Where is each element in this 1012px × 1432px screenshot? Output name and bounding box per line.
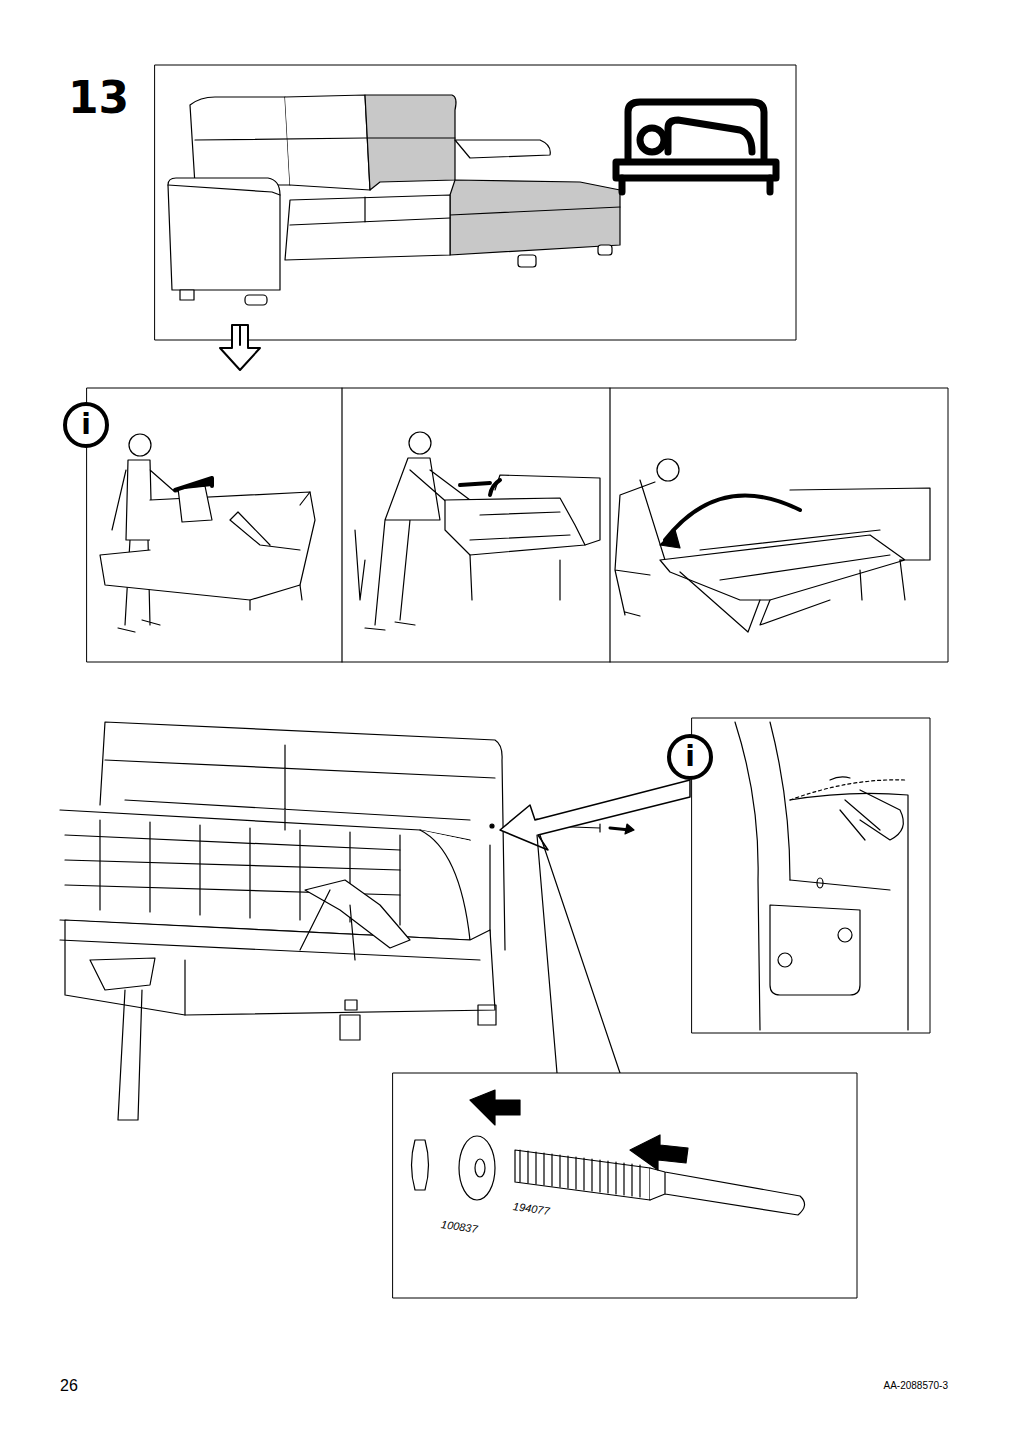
illustration-line [630, 1135, 688, 1170]
illustration-line [598, 245, 612, 255]
illustration-line [155, 65, 796, 340]
illustration-line [60, 810, 470, 940]
info-icon-letter: i [670, 737, 710, 777]
illustration-line [393, 1073, 857, 1298]
illustration-line [450, 180, 620, 255]
illustration-line [341, 388, 342, 662]
illustration-line [355, 530, 560, 600]
illustration-line [409, 432, 431, 454]
illustration-line [365, 95, 456, 190]
illustration-line [245, 295, 267, 305]
illustration-line [345, 1000, 357, 1010]
illustration-line [90, 958, 155, 990]
illustration-line [660, 488, 930, 600]
info-icon-letter: i [66, 405, 106, 445]
illustration-line [830, 777, 903, 840]
illustration-line [285, 95, 370, 190]
illustration-line [680, 560, 905, 632]
illustration-line [118, 990, 142, 1120]
illustration-line [445, 498, 585, 555]
illustration-line [175, 478, 212, 490]
page-footer: AA-2088570-3 [884, 1380, 949, 1391]
illustration-line [669, 736, 711, 778]
illustration-line [790, 780, 905, 800]
illustration-line [412, 1140, 429, 1190]
illustration-line [195, 138, 455, 140]
illustration-line [180, 290, 194, 300]
illustration-line [817, 878, 823, 888]
illustration-line [365, 458, 470, 630]
illustration-line [420, 830, 490, 940]
illustration-line [470, 1090, 520, 1125]
illustration-line [470, 512, 570, 540]
illustration-line [838, 928, 852, 942]
illustration-line [650, 1168, 805, 1215]
page-footer: 26 [60, 1377, 78, 1395]
illustration-line [490, 824, 494, 828]
sofa-bed-drawing [60, 722, 505, 1120]
illustration-line [450, 207, 620, 215]
illustration-line [478, 1005, 496, 1025]
illustration-line [65, 404, 107, 446]
illustration-line [100, 722, 505, 950]
flow-arrow [220, 325, 260, 370]
illustration-line [178, 486, 300, 550]
illustration-line [105, 745, 495, 830]
illustration-line [537, 835, 620, 1073]
illustration-line [515, 1150, 650, 1200]
sofa-drawing [168, 95, 620, 305]
illustration-line [625, 824, 634, 834]
illustration-line [668, 120, 752, 152]
step-figure-1 [100, 434, 315, 632]
illustration-line [622, 178, 770, 192]
illustration-line [300, 880, 410, 960]
illustration-line [660, 530, 680, 548]
illustration-line [628, 102, 764, 160]
illustration-line [459, 1136, 495, 1200]
pointer-arrow [500, 780, 690, 850]
step-number: 13 [68, 72, 129, 123]
illustration-line [609, 388, 610, 662]
illustration-line [700, 530, 890, 580]
illustration-line [495, 475, 600, 545]
illustration-line [518, 255, 536, 267]
illustration-line [665, 495, 800, 540]
illustration-line [455, 140, 550, 158]
illustration-line [168, 178, 280, 290]
illustration-line [65, 920, 495, 1015]
step-figure-2 [355, 432, 600, 630]
illustration-line [615, 480, 670, 616]
illustration-line [87, 388, 948, 662]
illustration-line [60, 940, 480, 1015]
illustration-line [616, 162, 776, 178]
illustration-line [460, 483, 490, 485]
illustration-line [778, 953, 792, 967]
detail-figure [735, 722, 908, 1030]
illustration-line [190, 97, 290, 185]
illustration-line [770, 905, 860, 995]
illustration-line [640, 128, 664, 152]
illustration-line [129, 434, 151, 456]
illustration-line [168, 185, 280, 195]
illustration-line [250, 492, 310, 610]
illustration-line [285, 195, 450, 260]
step-figure-3 [615, 459, 930, 632]
illustration-line [340, 1015, 360, 1040]
illustration-line [692, 718, 930, 1033]
bolt-detail [412, 1090, 805, 1215]
illustration-line [290, 197, 450, 225]
illustration-line [657, 459, 679, 481]
bed-icon [616, 102, 776, 192]
illustration-line [475, 1159, 485, 1177]
illustration-line [520, 1150, 640, 1197]
